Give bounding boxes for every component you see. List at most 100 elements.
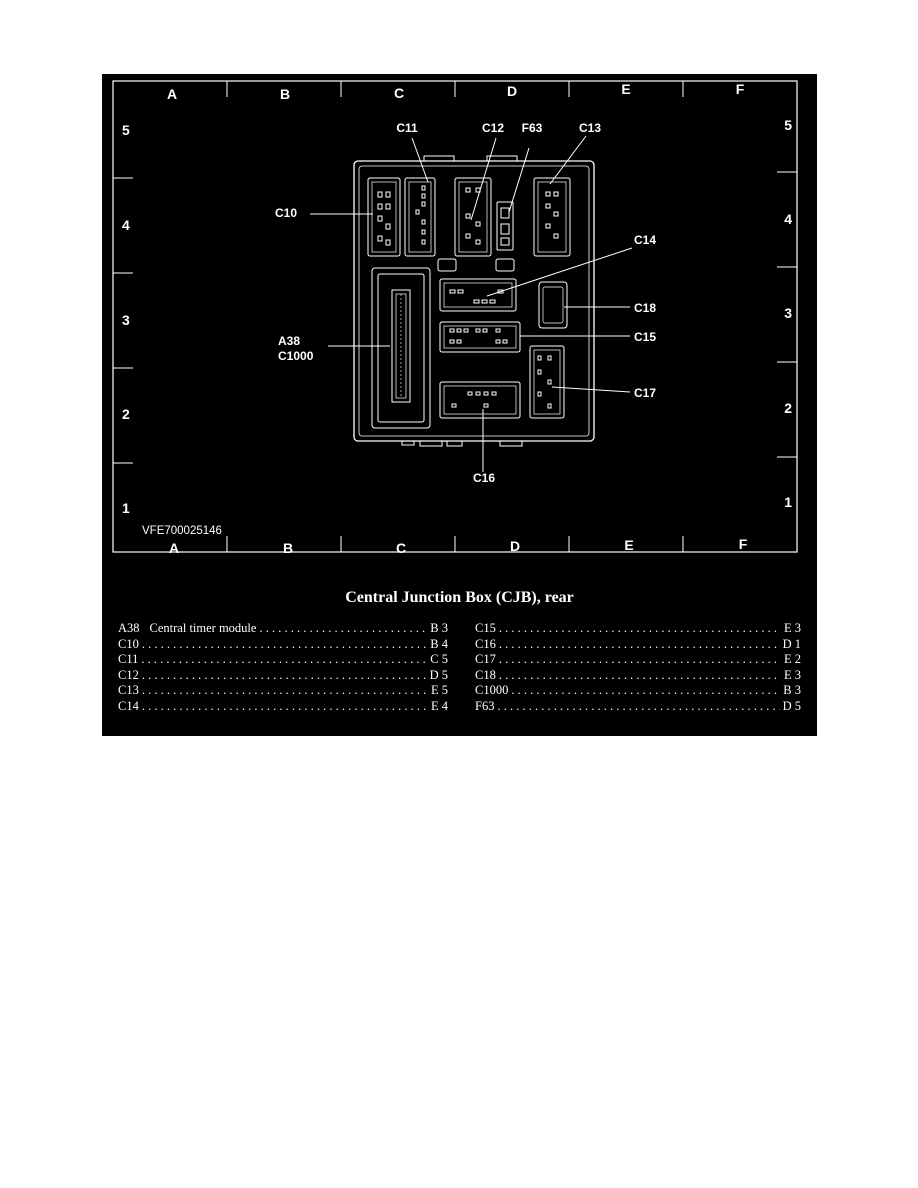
top-ticks	[226, 81, 684, 97]
legend-desc: Central timer module	[149, 621, 257, 635]
legend-row: C16 D 1	[475, 637, 801, 653]
legend-dots	[142, 668, 427, 684]
legend-code: F63	[475, 698, 495, 713]
legend-loc: D 5	[782, 698, 801, 713]
legend-dots	[511, 683, 780, 699]
legend-dots	[142, 637, 427, 653]
col-label-bottom-a: A	[169, 540, 179, 556]
latch-right	[495, 258, 515, 272]
col-label-top-e: E	[621, 81, 630, 97]
callout-f63: F63	[522, 121, 543, 135]
col-label-top-d: D	[507, 83, 517, 99]
legend-code: C17	[475, 652, 496, 666]
figure-title: Central Junction Box (CJB), rear	[345, 589, 574, 606]
legend-code: A38	[118, 621, 140, 635]
legend-code: C10	[118, 636, 139, 651]
fuse-f63	[496, 201, 514, 251]
legend-dots	[497, 699, 779, 715]
legend-dots	[142, 699, 428, 715]
callout-c10: C10	[275, 206, 297, 220]
col-label-top-c: C	[394, 85, 404, 101]
connector-c16	[439, 381, 521, 419]
bottom-ticks	[226, 536, 684, 552]
connector-c17	[529, 345, 565, 419]
leader-lines	[310, 135, 633, 472]
row-label-left-1: 1	[122, 500, 130, 516]
callout-c12: C12	[482, 121, 504, 135]
row-label-right-3: 3	[784, 305, 792, 321]
connector-c13	[533, 177, 571, 257]
legend-code: C13	[118, 683, 139, 697]
row-label-left-5: 5	[122, 122, 130, 138]
row-label-left-3: 3	[122, 312, 130, 328]
module-a38	[371, 267, 431, 429]
legend-dots	[499, 668, 781, 684]
col-label-bottom-e: E	[624, 537, 633, 553]
legend-loc: B 3	[430, 621, 448, 635]
connector-c12	[454, 177, 492, 257]
legend-row: A38 Central timer module B 3	[118, 621, 448, 637]
callout-c13: C13	[579, 121, 601, 135]
legend-code: C16	[475, 636, 496, 651]
legend-loc: C 5	[430, 652, 448, 666]
row-label-right-5: 5	[784, 117, 792, 133]
legend-loc: E 2	[783, 652, 801, 666]
legend-row: C14 E 4	[118, 699, 448, 715]
legend-row: C12 D 5	[118, 668, 448, 684]
legend-code: C14	[118, 698, 139, 713]
legend-loc: B 3	[783, 683, 801, 697]
row-label-right-1: 1	[784, 494, 792, 510]
row-label-right-4: 4	[784, 211, 792, 227]
side-ticks	[113, 171, 797, 464]
connector-c11	[404, 177, 436, 257]
legend-dots	[142, 683, 428, 699]
col-label-bottom-b: B	[283, 540, 293, 556]
connector-c18	[538, 281, 568, 329]
legend-loc: E 5	[430, 683, 448, 697]
legend-left: A38 Central timer module B 3 C10 B 4 C11…	[118, 621, 448, 714]
figure-panel: A B C D E F A B C D E F 5 4 3 2 1 5 4 3 …	[102, 74, 817, 736]
latch-left	[437, 258, 457, 272]
legend-loc: B 4	[430, 636, 448, 651]
legend-row: F63 D 5	[475, 699, 801, 715]
connector-c10	[367, 177, 401, 257]
callout-c15: C15	[634, 330, 656, 344]
row-label-left-4: 4	[122, 217, 130, 233]
connector-c14	[439, 278, 517, 312]
callout-a38: A38	[278, 334, 300, 348]
legend-loc: E 4	[430, 698, 448, 713]
legend-code: C1000	[475, 683, 509, 697]
legend-row: C11 C 5	[118, 652, 448, 668]
row-label-left-2: 2	[122, 406, 130, 422]
legend-code: C15	[475, 621, 496, 635]
legend-loc: D 5	[429, 667, 448, 682]
legend-dots	[499, 621, 781, 637]
legend-loc: E 3	[783, 667, 801, 682]
legend-code: C12	[118, 667, 139, 682]
legend-code: C11	[118, 652, 139, 666]
col-label-bottom-f: F	[739, 536, 748, 552]
legend-row: C10 B 4	[118, 637, 448, 653]
callout-c17: C17	[634, 386, 656, 400]
legend-right: C15 E 3 C16 D 1 C17 E 2 C18 E 3 C1000 B …	[475, 621, 801, 714]
grid-frame	[112, 80, 798, 553]
col-label-bottom-d: D	[510, 538, 520, 554]
legend-dots	[259, 621, 427, 637]
connector-c15	[439, 321, 521, 353]
legend-row: C15 E 3	[475, 621, 801, 637]
legend-row: C1000 B 3	[475, 683, 801, 699]
callout-c18: C18	[634, 301, 656, 315]
legend-dots	[499, 652, 781, 668]
row-label-right-2: 2	[784, 400, 792, 416]
legend-code: C18	[475, 667, 496, 682]
callout-c16: C16	[473, 471, 495, 485]
legend-loc: D 1	[782, 636, 801, 651]
callout-c11: C11	[396, 121, 418, 135]
legend-row: C18 E 3	[475, 668, 801, 684]
callout-c1000: C1000	[278, 349, 314, 363]
junction-box-diagram: A B C D E F A B C D E F 5 4 3 2 1 5 4 3 …	[112, 80, 798, 556]
junction-box	[353, 155, 595, 447]
callout-c14: C14	[634, 233, 656, 247]
col-label-top-a: A	[167, 86, 177, 102]
figure-id: VFE700025146	[142, 525, 222, 537]
